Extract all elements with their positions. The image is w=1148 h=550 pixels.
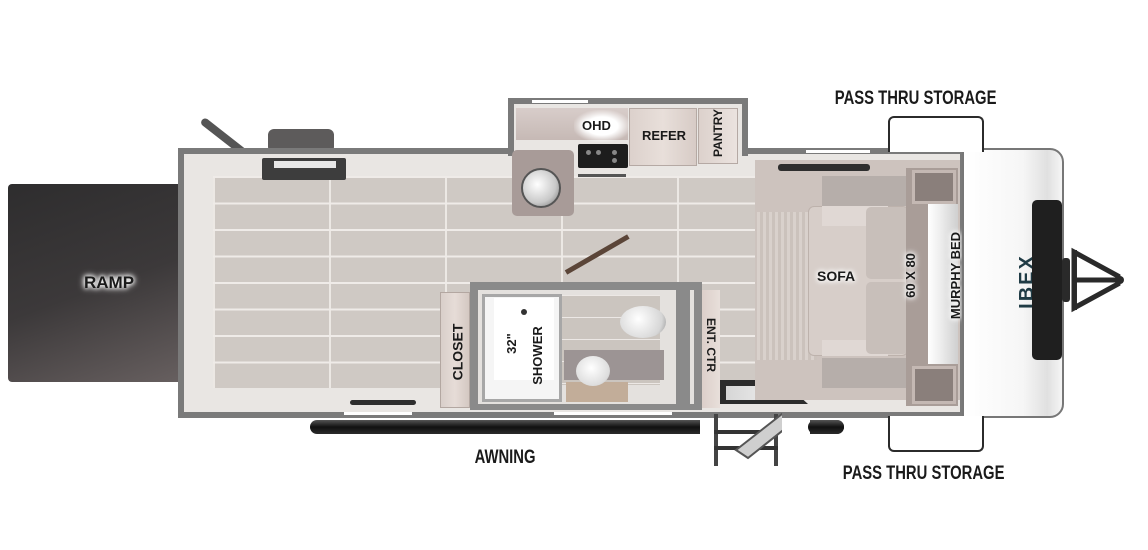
- sofa-side-cabinet-top: [822, 176, 910, 206]
- exterior-seat: [268, 129, 334, 149]
- hitch-icon: [1062, 247, 1124, 313]
- sofa-cushion: [866, 282, 908, 354]
- front-side-window: [806, 150, 870, 153]
- shower-size-label: 32": [503, 333, 519, 354]
- sink-icon: [521, 168, 561, 208]
- pass-thru-storage-bottom: [888, 416, 984, 452]
- pantry-label: PANTRY: [711, 109, 725, 157]
- murphy-bed-size-label: 60 X 80: [902, 253, 918, 298]
- front-storage-panel: [1032, 200, 1062, 360]
- murphy-bed-blanket: [757, 212, 817, 360]
- sofa-cushion: [866, 207, 908, 279]
- bathroom-window: [554, 412, 672, 415]
- overhead-cabinet: [574, 110, 630, 142]
- shower-drain-icon: [521, 309, 527, 315]
- shower-label: SHOWER: [529, 326, 545, 385]
- cooktop-edge: [578, 174, 626, 177]
- burner-icon: [612, 158, 617, 163]
- tv-mount: [778, 164, 870, 171]
- bath-sink-icon: [576, 356, 610, 386]
- front-cabinet-top: [912, 170, 956, 204]
- cooktop-icon: [578, 144, 628, 168]
- closet: [440, 292, 470, 408]
- kitchen-window: [532, 100, 588, 103]
- burner-icon: [586, 150, 591, 155]
- murphy-bed-label: MURPHY BED: [948, 231, 964, 320]
- refrigerator: [629, 108, 697, 166]
- pass-thru-top-label: PASS THRU STORAGE: [834, 88, 997, 109]
- rear-lower-window: [344, 412, 412, 415]
- bathroom-partition: [676, 288, 690, 408]
- toilet-icon: [620, 306, 666, 338]
- front-cabinet-bottom: [912, 366, 956, 404]
- murphy-bed-mattress: [928, 204, 958, 364]
- burner-icon: [612, 150, 617, 155]
- ohd-label: OHD: [582, 118, 611, 133]
- awning-label: AWNING: [474, 447, 536, 468]
- burner-icon: [596, 150, 601, 155]
- vanity-cabinet: [566, 382, 628, 402]
- pass-thru-bottom-label: PASS THRU STORAGE: [842, 463, 1005, 484]
- ramp-label: RAMP: [84, 273, 135, 292]
- sofa-side-cabinet-bottom: [822, 358, 910, 388]
- pass-thru-storage-top: [888, 116, 984, 152]
- window-glass: [274, 161, 336, 168]
- ent-ctr-label: ENT. CTR: [704, 318, 718, 372]
- sofa-label: SOFA: [817, 268, 856, 284]
- refer-label: REFER: [642, 128, 687, 143]
- closet-label: CLOSET: [449, 323, 466, 381]
- steps-icon: [714, 412, 782, 466]
- awning-end: [808, 420, 844, 434]
- lower-window-handle: [350, 400, 416, 405]
- entertainment-center: [702, 290, 720, 408]
- pantry-cabinet: [698, 108, 738, 164]
